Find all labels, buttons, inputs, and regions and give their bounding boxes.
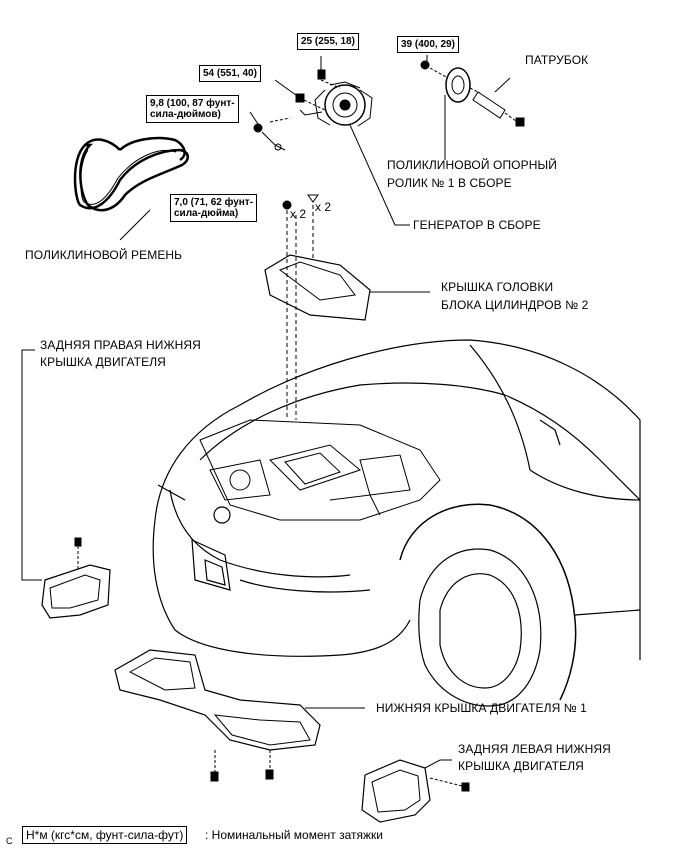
cylinder-head-cover (264, 254, 430, 321)
car-body (152, 339, 641, 707)
torque-9-8-line2: сила-дюймов) (150, 109, 221, 120)
label-idler-line1: ПОЛИКЛИНОВОЙ ОПОРНЫЙ (387, 158, 557, 172)
torque-9-8: 9,8 (100, 87 фунт- сила-дюймов) (146, 95, 239, 123)
rear-left-under-cover (361, 759, 470, 823)
idler-pulley (420, 55, 481, 103)
torque-7-0-line2: сила-дюйма) (174, 208, 239, 219)
poly-v-belt (73, 136, 189, 212)
label-patrubok: ПАТРУБОК (525, 53, 589, 67)
rear-right-under-cover (21, 349, 111, 619)
spacer-tube (472, 91, 525, 127)
label-head-cover-line2: БЛОКА ЦИЛИНДРОВ № 2 (441, 298, 589, 312)
bolt-25 (317, 56, 341, 89)
label-rear-left-line2: КРЫШКА ДВИГАТЕЛЯ (458, 759, 584, 773)
corner-mark: C (6, 836, 13, 846)
legend-description: : Номинальный момент затяжки (205, 828, 383, 842)
multiplier-bolts: x 2 (290, 207, 307, 221)
engine-under-cover-1 (114, 649, 365, 782)
bolt-54 (274, 79, 326, 111)
legend-torque-units: Н*м (кгс*см, фунт-сила-фут) (22, 826, 188, 844)
label-rear-left-line1: ЗАДНЯЯ ЛЕВАЯ НИЖНЯЯ (458, 742, 611, 756)
torque-7-0-line1: 7,0 (71, 62 фунт- (174, 197, 254, 208)
label-belt: ПОЛИКЛИНОВОЙ РЕМЕНЬ (25, 248, 183, 262)
label-under-cover-1: НИЖНЯЯ КРЫШКА ДВИГАТЕЛЯ № 1 (376, 701, 587, 715)
torque-39: 39 (400, 29) (397, 36, 459, 53)
engine-bay (199, 419, 441, 521)
generator-assembly (299, 81, 373, 127)
torque-54: 54 (551, 40) (199, 65, 261, 82)
multiplier-clips: x 2 (315, 200, 332, 214)
torque-7-0: 7,0 (71, 62 фунт- сила-дюйма) (170, 194, 258, 222)
label-head-cover-line1: КРЫШКА ГОЛОВКИ (441, 280, 554, 294)
torque-25: 25 (255, 18) (297, 33, 359, 50)
label-rear-right-line2: КРЫШКА ДВИГАТЕЛЯ (40, 355, 166, 369)
label-rear-right-line1: ЗАДНЯЯ ПРАВАЯ НИЖНЯЯ (40, 338, 201, 352)
label-generator: ГЕНЕРАТОР В СБОРЕ (413, 218, 541, 232)
torque-9-8-line1: 9,8 (100, 87 фунт- (150, 98, 235, 109)
label-idler-line2: РОЛИК № 1 В СБОРЕ (387, 176, 512, 190)
nut-9-8 (249, 111, 291, 151)
head-cover-bolts (282, 194, 319, 420)
